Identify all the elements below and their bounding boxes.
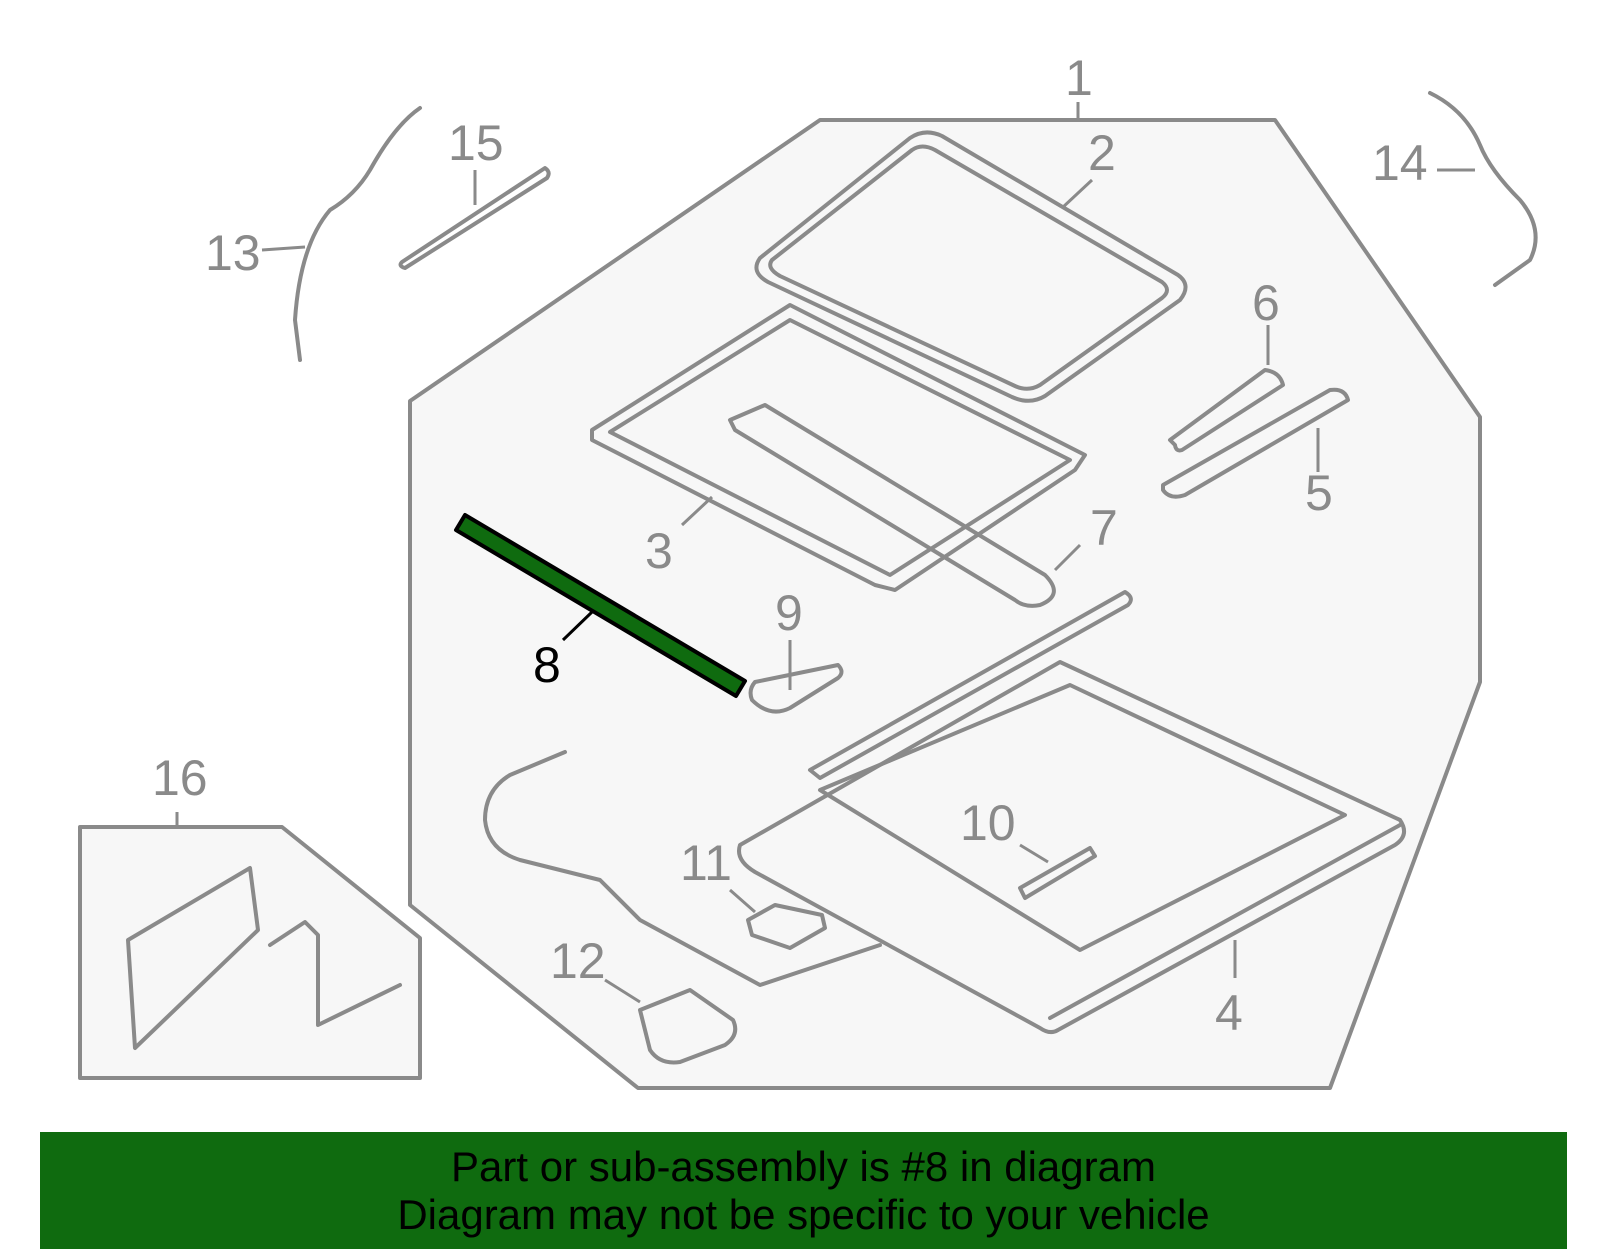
mechanism-frame-4-inner xyxy=(818,683,1347,952)
leader-2 xyxy=(1060,178,1094,210)
leader-11 xyxy=(729,888,756,914)
callout-1: 1 xyxy=(1065,50,1093,106)
assembly-panel-1 xyxy=(408,118,1482,1090)
sunshade-16-rod xyxy=(268,920,402,1027)
callout-14: 14 xyxy=(1372,135,1428,191)
leader-8 xyxy=(561,610,594,642)
leader-3 xyxy=(680,495,714,527)
leader-7 xyxy=(1053,543,1082,572)
leader-10 xyxy=(1019,843,1049,864)
sunshade-16 xyxy=(126,866,260,1050)
callout-5: 5 xyxy=(1305,465,1333,521)
banner-line-2: Diagram may not be specific to your vehi… xyxy=(397,1190,1210,1238)
callout-13: 13 xyxy=(205,225,261,281)
frame-3-inner xyxy=(608,318,1072,577)
drain-tube xyxy=(483,750,882,987)
callout-16: 16 xyxy=(152,750,208,806)
banner-line-1: Part or sub-assembly is #8 in diagram xyxy=(451,1142,1156,1190)
callout-2: 2 xyxy=(1088,125,1116,181)
callout-15: 15 xyxy=(448,115,504,171)
frame-3 xyxy=(590,303,1087,592)
switch-12 xyxy=(638,988,738,1065)
leader-12 xyxy=(604,978,641,1004)
callout-12: 12 xyxy=(550,933,606,989)
callout-4: 4 xyxy=(1215,985,1243,1041)
mechanism-frame-4 xyxy=(808,590,1133,780)
callout-6: 6 xyxy=(1252,275,1280,331)
motor-11 xyxy=(746,903,827,950)
mechanism-frame-4-outer xyxy=(737,660,1406,1035)
leader-13 xyxy=(261,245,306,252)
seal-6 xyxy=(1168,368,1285,453)
glass-panel-2 xyxy=(754,130,1188,403)
rail-5 xyxy=(1161,387,1350,499)
highlighted-part-8[interactable] xyxy=(454,513,747,698)
info-banner: Part or sub-assembly is #8 in diagram Di… xyxy=(40,1132,1567,1249)
clip-9 xyxy=(748,663,844,714)
seal-14 xyxy=(1428,91,1538,287)
callout-10: 10 xyxy=(960,795,1016,851)
callout-8: 8 xyxy=(533,637,561,693)
seal-13 xyxy=(293,106,422,362)
parts-diagram: 1 2 3 4 5 6 7 8 9 10 11 12 13 14 15 16 xyxy=(78,50,1538,1090)
mechanism-frame-4-rail xyxy=(1048,823,1402,1020)
deflector-7 xyxy=(728,403,1056,608)
callout-11: 11 xyxy=(680,835,732,891)
callout-7: 7 xyxy=(1090,500,1118,556)
callout-9: 9 xyxy=(775,585,803,641)
glass-panel-2-inner xyxy=(768,144,1169,391)
callout-3: 3 xyxy=(645,523,673,579)
strip-15 xyxy=(398,166,551,270)
bracket-10 xyxy=(1018,846,1097,900)
inset-panel-16 xyxy=(78,825,422,1080)
